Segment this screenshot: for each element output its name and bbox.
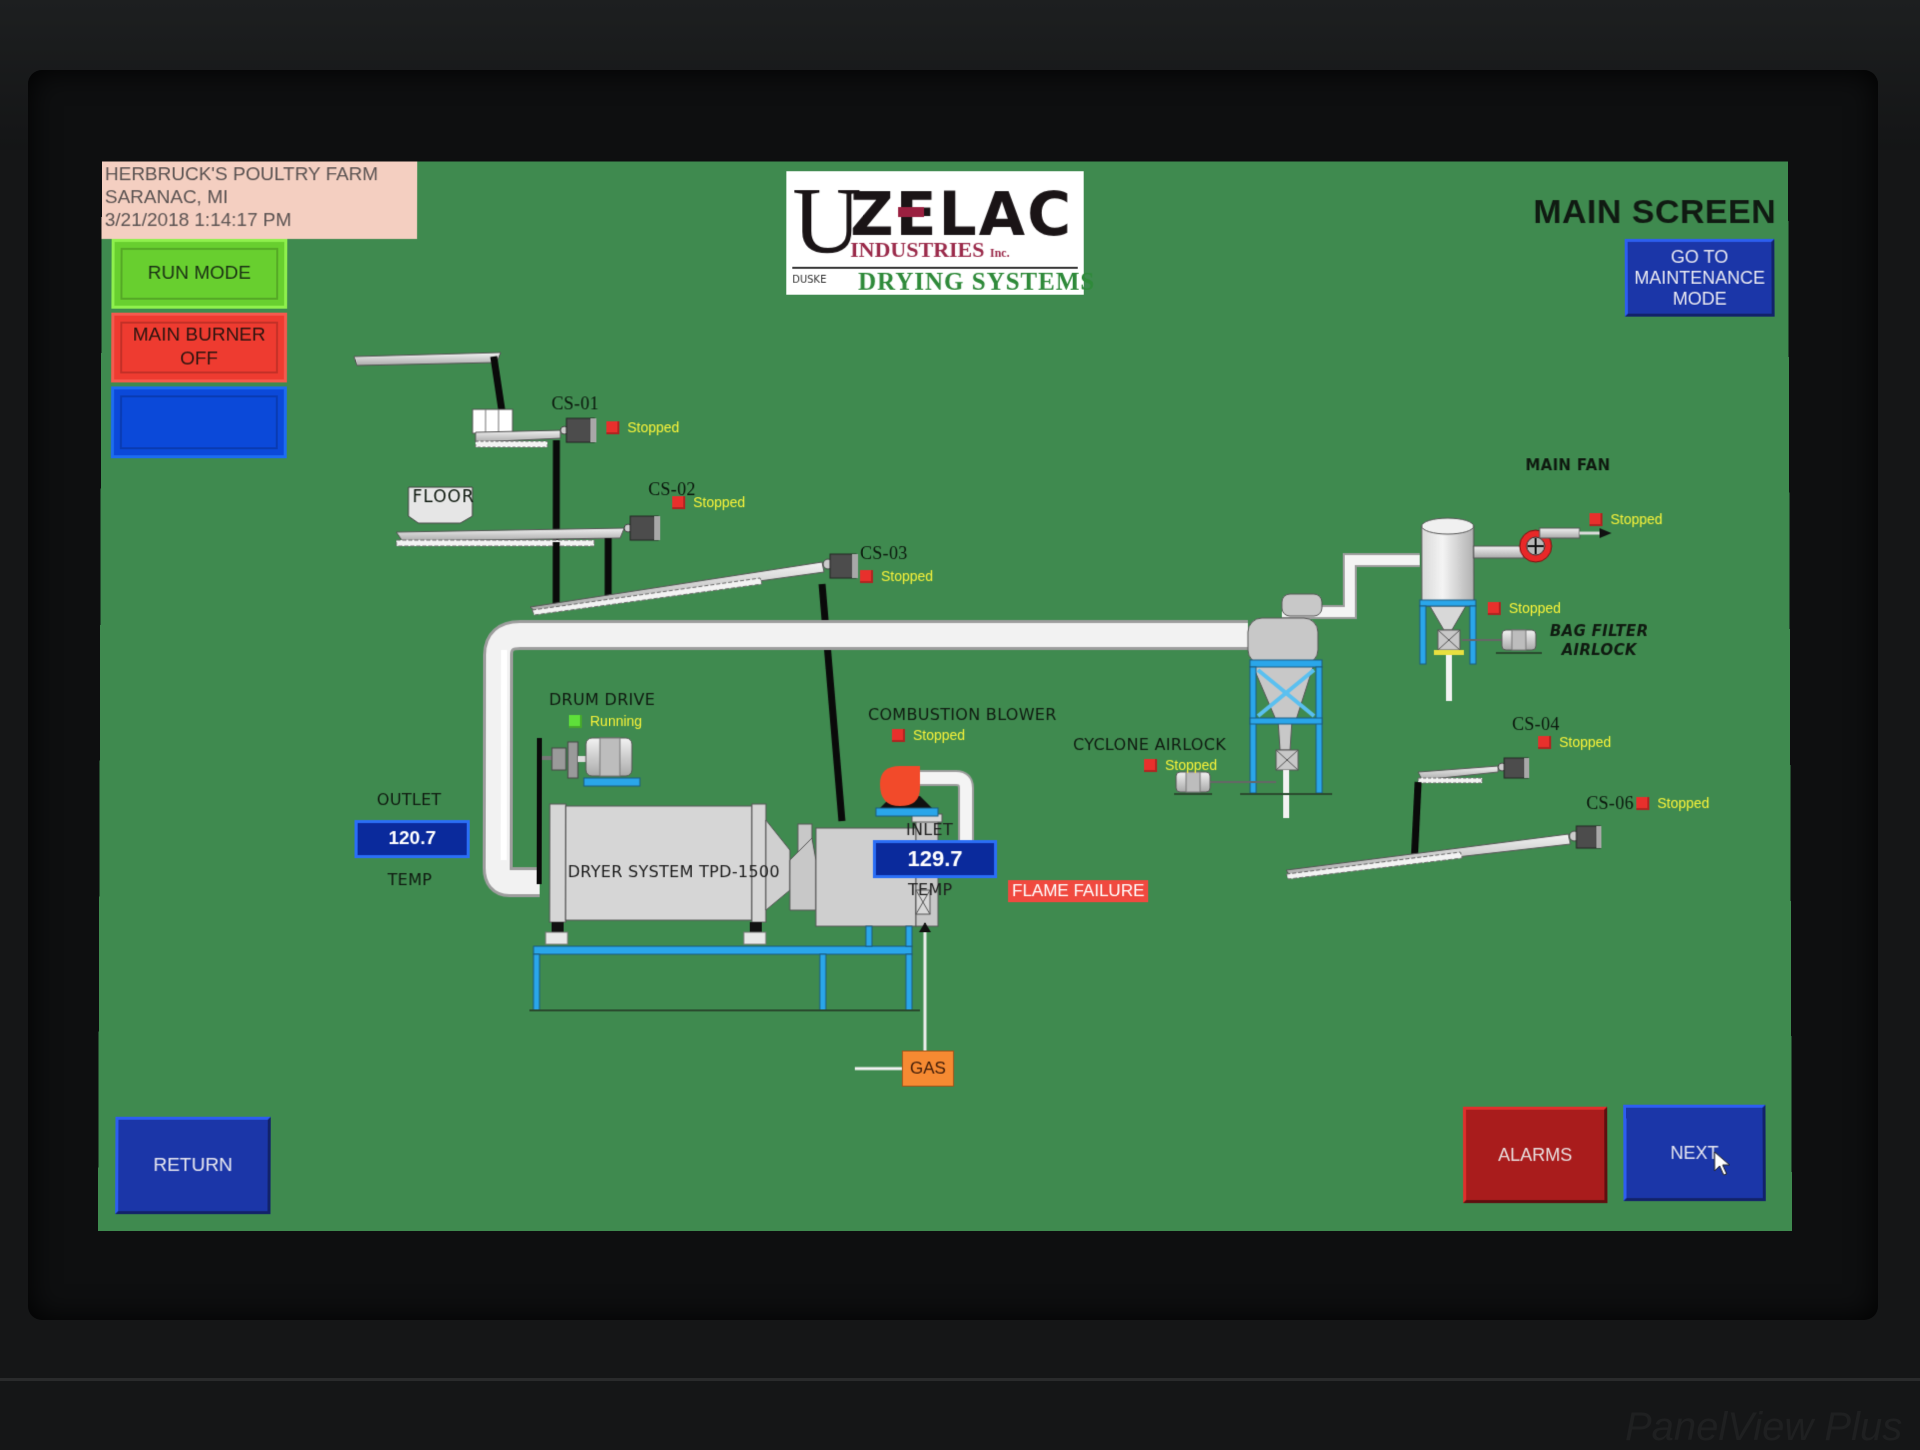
cs04-status: Stopped — [1538, 734, 1611, 750]
bezel-edge — [0, 1378, 1920, 1381]
run-mode-button[interactable]: RUN MODE — [111, 239, 287, 309]
dryer-label: DRYER SYSTEM TPD-1500 — [568, 862, 780, 881]
main-fan-status: Stopped — [1589, 511, 1662, 527]
conveyor-cs02 — [396, 516, 660, 604]
status-led-stopped — [1636, 797, 1649, 810]
drum-drive-label: DRUM DRIVE — [549, 690, 655, 709]
outlet-temp-label: TEMP — [388, 870, 433, 889]
cyclone-airlock-status: Stopped — [1144, 757, 1217, 773]
status-led-stopped — [1488, 602, 1501, 615]
bag-filter-airlock-status: Stopped — [1488, 600, 1561, 616]
uzelac-logo: U ZELAC INDUSTRIES Inc. DUSKE DRYING SYS… — [786, 171, 1083, 294]
conveyor-cs06 — [1286, 826, 1601, 879]
combustion-blower-status: Stopped — [892, 727, 965, 743]
status-led-stopped — [1144, 759, 1157, 772]
status-led-stopped — [1538, 736, 1551, 749]
farm-location: SARANAC, MI — [105, 186, 417, 209]
page-title: MAIN SCREEN — [1533, 193, 1776, 232]
inlet-temp-label: TEMP — [908, 880, 953, 899]
gas-supply-label: GAS — [902, 1051, 954, 1087]
drum-drive-status: Running — [569, 713, 642, 729]
inlet-temp-readout: 129.7 — [873, 840, 997, 878]
site-info-panel: HERBRUCK'S POULTRY FARM SARANAC, MI 3/21… — [102, 161, 418, 239]
hmi-screen: HERBRUCK'S POULTRY FARM SARANAC, MI 3/21… — [98, 161, 1792, 1231]
status-led-stopped — [892, 729, 905, 742]
blank-function-button[interactable] — [111, 386, 287, 458]
feed-conveyor — [354, 353, 503, 416]
mouse-cursor-icon — [1714, 1151, 1732, 1177]
alarms-button[interactable]: ALARMS — [1463, 1107, 1608, 1203]
hopper — [473, 409, 513, 433]
cyclone — [1240, 594, 1332, 818]
cs04-label: CS-04 — [1512, 714, 1560, 735]
cs06-label: CS-06 — [1586, 793, 1634, 814]
datetime: 3/21/2018 1:14:17 PM — [105, 209, 417, 232]
status-led-stopped — [606, 421, 619, 434]
cs02-status: Stopped — [672, 494, 745, 510]
flame-failure-alarm: FLAME FAILURE — [1008, 880, 1148, 902]
cyclone-airlock-label: CYCLONE AIRLOCK — [1073, 735, 1226, 754]
return-button[interactable]: RETURN — [115, 1117, 271, 1214]
conveyor-cs01 — [475, 418, 596, 540]
cyclone-airlock-motor — [1174, 772, 1276, 794]
next-button[interactable]: NEXT — [1623, 1105, 1766, 1201]
cs03-status: Stopped — [860, 568, 933, 584]
status-led-stopped — [860, 570, 873, 583]
status-led-stopped — [672, 496, 685, 509]
outlet-temp-readout: 120.7 — [355, 820, 470, 858]
cs01-status: Stopped — [606, 419, 679, 435]
cs03-label: CS-03 — [860, 543, 907, 564]
bezel-brand-text: PanelView Plus — [1625, 1405, 1902, 1450]
main-fan — [1520, 528, 1612, 562]
main-fan-label: MAIN FAN — [1525, 456, 1610, 474]
dryer-stand — [529, 926, 920, 1010]
inlet-title: INLET — [906, 820, 953, 839]
cs01-label: CS-01 — [551, 393, 598, 414]
outlet-title: OUTLET — [377, 790, 442, 809]
combustion-blower-label: COMBUSTION BLOWER — [868, 705, 1057, 724]
floor-label: FLOOR — [412, 487, 474, 507]
conveyor-cs03 — [530, 554, 858, 821]
farm-name: HERBRUCK'S POULTRY FARM — [105, 163, 417, 186]
cs06-status: Stopped — [1636, 795, 1709, 811]
status-led-running — [569, 715, 582, 728]
status-led-stopped — [1589, 513, 1602, 526]
